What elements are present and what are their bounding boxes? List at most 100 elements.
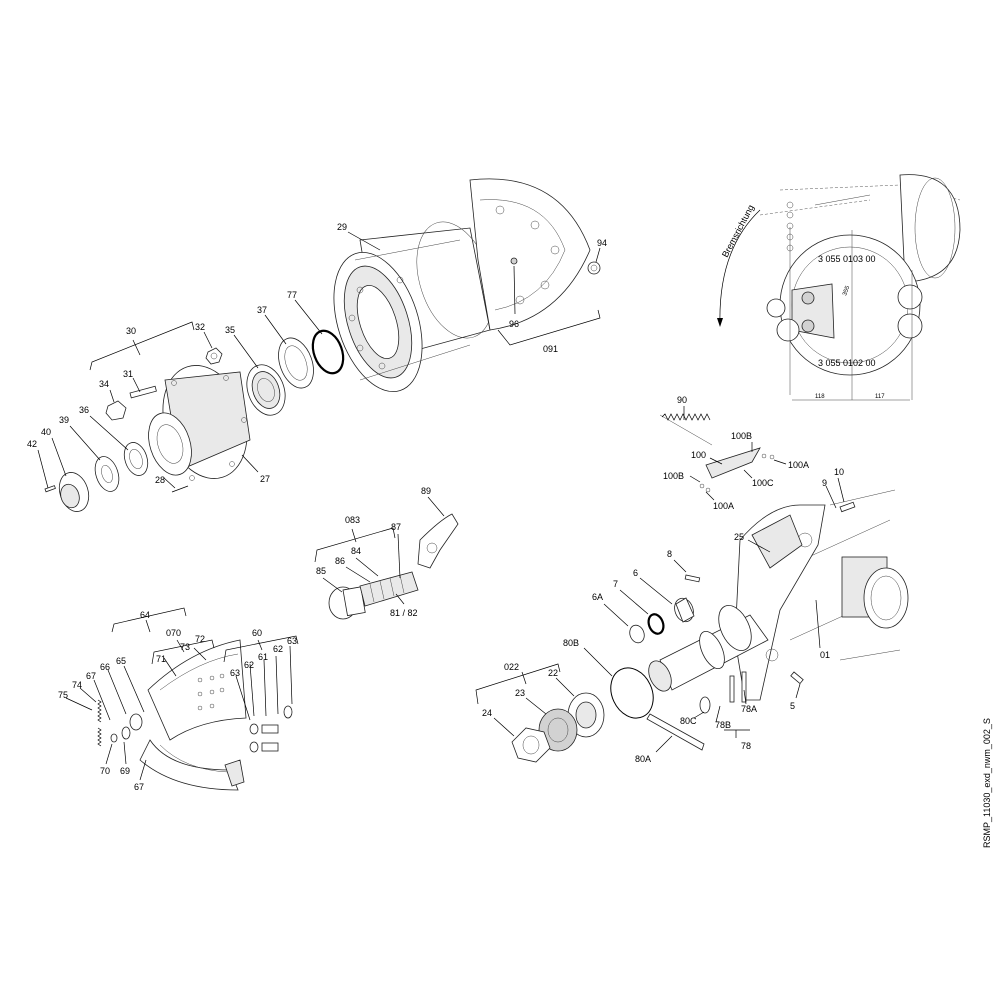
spring-75 [97,699,102,747]
callout-100B-top: 100B [731,431,752,441]
callout-37: 37 [257,305,267,315]
callout-66: 66 [100,662,110,672]
callout-29: 29 [337,222,347,232]
o-ring-7 [647,613,665,635]
callout-24: 24 [482,708,492,718]
callout-80A: 80A [635,754,651,764]
callout-61: 61 [258,652,268,662]
washer-6A [629,624,645,644]
callout-100: 100 [691,450,706,460]
rollers-66-69 [110,713,143,743]
drawing-id: RSMP_11030_exd_nwm_002_S [982,718,992,848]
callout-80B: 80B [563,638,579,648]
callout-8: 8 [667,549,672,559]
bearing-35 [246,364,286,416]
callout-083: 083 [345,515,360,525]
ring-80B [610,667,654,719]
callout-84: 84 [351,546,361,556]
callout-87: 87 [391,522,401,532]
callout-36: 36 [79,405,89,415]
inset-direction-label: Bremsrichtung [720,203,756,259]
callout-42: 42 [27,439,37,449]
callout-74: 74 [72,680,82,690]
callout-100C: 100C [752,478,774,488]
hub-cap-40 [58,472,90,512]
callout-30: 30 [126,326,136,336]
bolt-5 [790,671,804,685]
callout-81-82: 81 / 82 [390,608,418,618]
inset-dim-right: 117 [875,394,885,400]
callout-22: 22 [548,668,558,678]
callout-80C: 80C [680,716,697,726]
callout-65: 65 [116,656,126,666]
callout-labels: 29 94 96 091 77 37 35 32 30 31 34 36 39 … [27,222,844,792]
callout-72: 72 [195,634,205,644]
callout-90: 90 [677,395,687,405]
callout-35: 35 [225,325,235,335]
seal-37 [278,337,314,389]
nut-32 [205,347,223,365]
brake-direction-inset: 355 3 055 0103 00 3 055 0102 00 118 117 … [717,174,961,401]
bolts-78 [729,671,747,703]
callout-25: 25 [734,532,744,542]
o-ring-77 [311,329,345,375]
callout-75: 75 [58,690,68,700]
callout-64: 64 [140,610,150,620]
callout-89: 89 [421,486,431,496]
callout-9: 9 [822,478,827,488]
callout-100A-right: 100A [788,460,809,470]
callout-6A: 6A [592,592,603,602]
callout-85: 85 [316,566,326,576]
callout-78B: 78B [715,720,731,730]
lock-washer-23 [538,708,578,752]
bracket-100 [705,447,761,479]
callout-6: 6 [633,568,638,578]
callout-69: 69 [120,766,130,776]
stud-31 [129,385,157,399]
callout-23: 23 [515,688,525,698]
callout-34: 34 [99,379,109,389]
inset-dim-small: 355 [842,285,851,297]
callout-10: 10 [834,467,844,477]
callout-73: 73 [180,642,190,652]
callout-100A-bottom: 100A [713,501,734,511]
nut-94 [587,261,601,275]
callout-78: 78 [741,741,751,751]
pin-9-10 [839,501,856,513]
bushing-6 [674,597,695,623]
callout-100B-left: 100B [663,471,684,481]
pin-28 [171,485,189,493]
callout-96: 96 [509,319,519,329]
callout-78A: 78A [741,704,757,714]
callout-32: 32 [195,322,205,332]
axle-beam-01 [779,489,909,661]
callout-63-b: 63 [287,636,297,646]
callout-63-a: 63 [230,668,240,678]
callout-71: 71 [156,654,166,664]
brake-shoe-upper [147,639,247,741]
callout-77: 77 [287,290,297,300]
callout-70: 70 [100,766,110,776]
callout-62-b: 62 [244,660,254,670]
callout-27: 27 [260,474,270,484]
callout-01: 01 [820,650,830,660]
washer-39 [94,456,120,492]
callout-070: 070 [166,628,181,638]
callout-67-top: 67 [86,671,96,681]
callout-7: 7 [613,579,618,589]
brake-drum [333,221,494,392]
callout-39: 39 [59,415,69,425]
callout-5: 5 [790,701,795,711]
callout-86: 86 [335,556,345,566]
bolt-8 [684,574,701,583]
wheel-hub [148,365,251,481]
dust-shield [469,178,591,331]
inset-part-lower: 3 055 0102 00 [818,358,876,368]
bearing-36 [123,442,149,476]
shoe-pins-60 [249,705,293,753]
leader-lines [37,231,845,781]
clips-100A [699,453,775,493]
inset-part-upper: 3 055 0103 00 [818,254,876,264]
axle-nut-24 [511,727,551,763]
